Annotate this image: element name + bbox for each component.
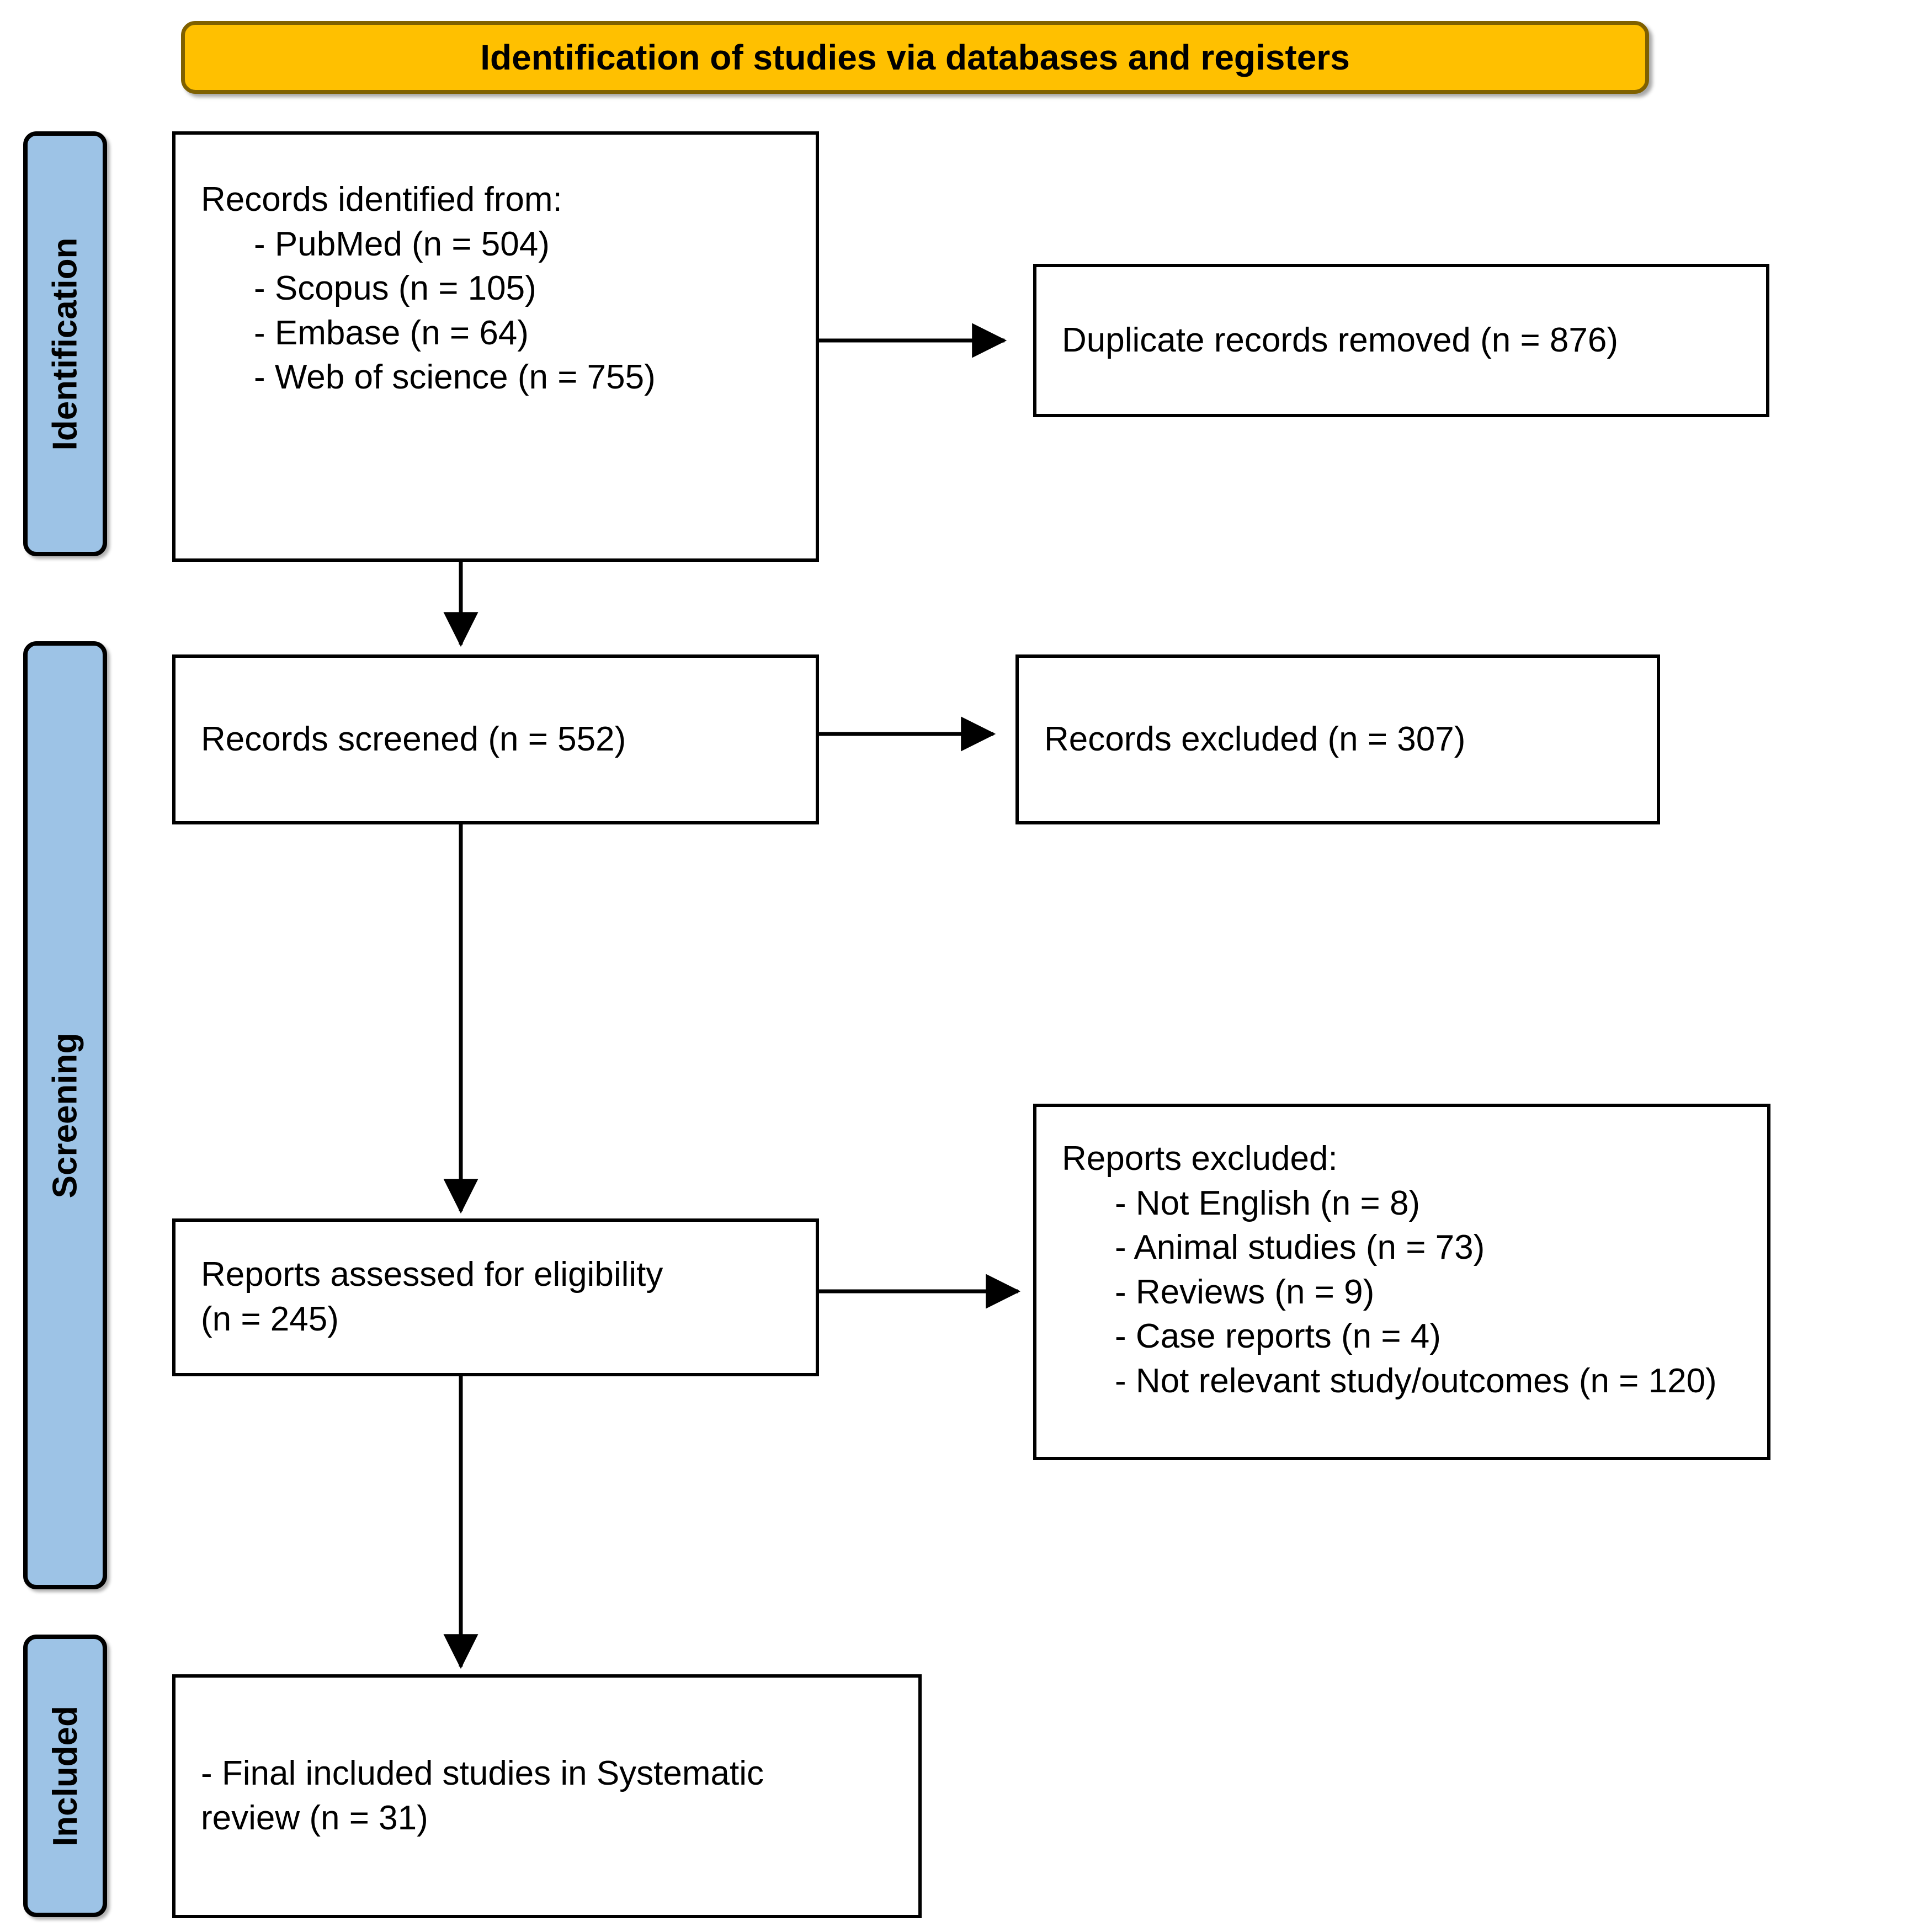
phase-label-screening: Screening <box>46 1032 84 1198</box>
records-identified-heading: Records identified from: <box>201 180 562 219</box>
phase-bar-identification: Identification <box>23 131 107 556</box>
phase-bar-included: Included <box>23 1635 107 1917</box>
phase-label-identification: Identification <box>46 237 84 450</box>
node-records-identified: Records identified from: - PubMed (n = 5… <box>172 131 819 562</box>
node-duplicate-records-removed: Duplicate records removed (n = 876) <box>1033 264 1769 417</box>
final-included-line-2: review (n = 31) <box>201 1799 428 1837</box>
records-excluded-text: Records excluded (n = 307) <box>1044 720 1466 758</box>
duplicate-records-removed-text: Duplicate records removed (n = 876) <box>1062 321 1618 359</box>
records-screened-text: Records screened (n = 552) <box>201 720 626 758</box>
records-identified-source-pubmed: - PubMed (n = 504) <box>254 225 550 263</box>
stage-header-databases-registers: Identification of studies via databases … <box>181 21 1649 94</box>
final-included-line-1: - Final included studies in Systematic <box>201 1754 764 1793</box>
phase-label-included: Included <box>46 1705 84 1846</box>
reports-assessed-line-1: Reports assessed for eligibility <box>201 1255 663 1294</box>
phase-bar-screening: Screening <box>23 641 107 1589</box>
stage-header-title: Identification of studies via databases … <box>480 38 1350 77</box>
node-records-screened: Records screened (n = 552) <box>172 654 819 824</box>
reports-excluded-reason-not-relevant: - Not relevant study/outcomes (n = 120) <box>1115 1361 1717 1400</box>
reports-excluded-reason-reviews: - Reviews (n = 9) <box>1115 1273 1375 1311</box>
node-final-included-studies: - Final included studies in Systematic r… <box>172 1674 922 1918</box>
records-identified-source-scopus: - Scopus (n = 105) <box>254 269 536 308</box>
reports-assessed-line-2: (n = 245) <box>201 1300 339 1338</box>
reports-excluded-heading: Reports excluded: <box>1062 1140 1338 1178</box>
reports-excluded-reason-animal-studies: - Animal studies (n = 73) <box>1115 1228 1485 1267</box>
node-reports-assessed-for-eligibility: Reports assessed for eligibility (n = 24… <box>172 1218 819 1376</box>
reports-excluded-reason-not-english: - Not English (n = 8) <box>1115 1184 1421 1222</box>
reports-excluded-reason-case-reports: - Case reports (n = 4) <box>1115 1317 1441 1356</box>
records-identified-source-embase: - Embase (n = 64) <box>254 313 529 352</box>
node-reports-excluded: Reports excluded: - Not English (n = 8) … <box>1033 1104 1770 1460</box>
records-identified-source-web-of-science: - Web of science (n = 755) <box>254 358 656 397</box>
node-records-excluded: Records excluded (n = 307) <box>1015 654 1660 824</box>
